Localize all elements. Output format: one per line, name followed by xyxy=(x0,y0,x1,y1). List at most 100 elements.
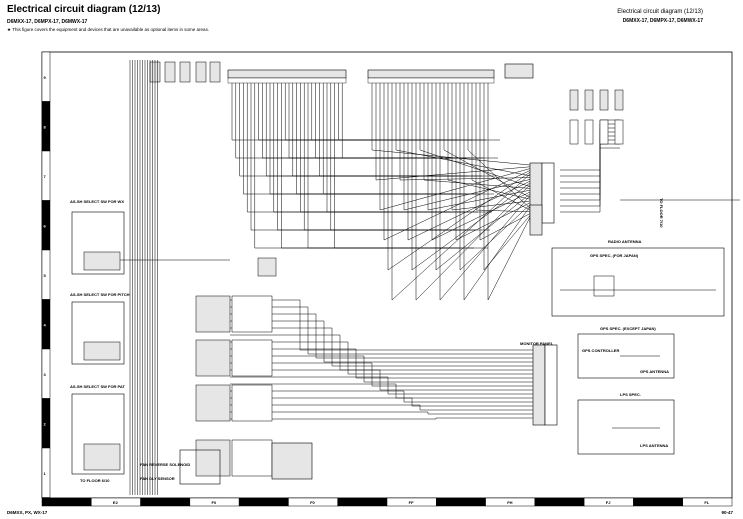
antenna-plug-lower xyxy=(584,119,594,145)
top-connector-small xyxy=(504,63,534,79)
wire xyxy=(431,83,531,241)
select-switch-box-1 xyxy=(71,211,125,275)
side-connector xyxy=(195,384,231,422)
wiring-harness xyxy=(100,60,740,495)
row-label: 7 xyxy=(44,174,47,179)
wire xyxy=(250,83,490,231)
row-label: 4 xyxy=(44,323,47,328)
wire xyxy=(479,83,531,241)
wire xyxy=(262,83,484,159)
wire xyxy=(459,83,531,271)
wire xyxy=(322,83,452,195)
wire xyxy=(246,83,492,213)
page-number: 90-47 xyxy=(721,510,733,515)
wire xyxy=(419,83,531,187)
row-label: 1 xyxy=(44,471,47,476)
model-list: D6MXX-17, D6MPX-17, D6MWX-17 xyxy=(7,19,88,25)
side-connector xyxy=(195,339,231,377)
side-connector-pins xyxy=(231,295,273,333)
wire xyxy=(427,83,531,211)
wire xyxy=(326,83,450,213)
antenna-plug-lower xyxy=(614,119,624,145)
lps-spec-label: LPS SPEC. xyxy=(620,392,641,397)
lps-antenna-label: LPS ANTENNA xyxy=(640,443,668,448)
fan-reverse-label: FAN REVERSE SOLENOID xyxy=(140,462,190,467)
wire xyxy=(230,397,533,407)
antenna-plug xyxy=(599,89,609,111)
wire xyxy=(379,83,531,211)
antenna-plug-lower xyxy=(569,119,579,145)
side-connector xyxy=(195,439,231,477)
column-ruler-cell xyxy=(238,497,289,507)
side-connector xyxy=(195,295,231,333)
row-label: 6 xyxy=(44,224,47,229)
wire xyxy=(300,83,464,213)
top-connector-block-right xyxy=(367,69,495,84)
center-connector-lower xyxy=(529,204,543,236)
wire xyxy=(269,83,480,195)
wire xyxy=(471,83,531,211)
wire xyxy=(315,83,456,159)
antenna-plug xyxy=(614,89,624,111)
top-connector-block-left xyxy=(227,69,347,84)
gps-except-japan-label: GPS SPEC. (EXCEPT JAPAN) xyxy=(600,326,656,331)
wire xyxy=(230,411,533,415)
row-label: 9 xyxy=(44,75,47,80)
select-switch-label-2: AS-SH SELECT SW FOR PITCH xyxy=(70,292,130,297)
right-plug-stack xyxy=(569,89,624,145)
wire xyxy=(371,83,531,166)
wire xyxy=(560,135,620,195)
diagram-frame xyxy=(41,51,733,499)
column-label: FL xyxy=(704,500,709,505)
header-right-models: D6MXX-17, D6MPX-17, D6MWX-17 xyxy=(622,18,703,24)
radio-antenna-label: RADIO ANTENNA xyxy=(608,239,642,244)
side-connector-pins xyxy=(231,384,273,422)
column-label: FJ xyxy=(606,500,611,505)
wire xyxy=(230,299,533,351)
to-floor-label: TO FLOOR 6/10 xyxy=(80,478,110,483)
wire xyxy=(483,83,531,271)
wire xyxy=(281,83,474,249)
column-ruler-cell xyxy=(682,497,733,507)
left-side-connectors xyxy=(195,257,277,477)
wire xyxy=(439,83,531,301)
column-label: F0 xyxy=(310,500,315,505)
optional-items-note: ★ This figure covers the equipment and d… xyxy=(7,27,210,32)
wire xyxy=(230,341,533,375)
column-label: FH xyxy=(507,500,512,505)
column-ruler-cell xyxy=(140,497,191,507)
wire xyxy=(230,355,533,383)
wire xyxy=(292,83,468,177)
column-ruler-cell xyxy=(436,497,486,507)
select-switch-label-1: AS-SH SELECT SW FOR WX xyxy=(70,199,124,204)
wire xyxy=(230,376,533,395)
wire xyxy=(330,83,448,231)
wire xyxy=(265,83,482,177)
wire xyxy=(334,83,446,249)
select-switch-box-2 xyxy=(71,301,125,365)
wire xyxy=(230,362,533,387)
side-connector-pins xyxy=(231,439,273,477)
row-ruler-cell xyxy=(41,447,51,498)
top-left-connectors xyxy=(149,61,221,83)
antenna-plug xyxy=(569,89,579,111)
wire xyxy=(230,334,533,371)
wire xyxy=(415,83,531,301)
row-label: 8 xyxy=(44,125,47,130)
gps-spec-box xyxy=(577,333,675,379)
wire xyxy=(338,83,444,141)
wire xyxy=(435,83,531,271)
radio-antenna-box xyxy=(551,247,725,317)
wire xyxy=(391,83,531,301)
footer-model: D6MXX, PX, WX-17 xyxy=(7,510,48,515)
top-connector xyxy=(209,61,221,83)
select-switch-label-3: AS-SH SELECT SW FOR PAT xyxy=(70,384,126,389)
wire xyxy=(230,313,533,359)
column-ruler-cell xyxy=(534,497,585,507)
wire xyxy=(375,83,531,181)
wire xyxy=(288,83,470,159)
wire xyxy=(451,83,531,211)
wire xyxy=(235,83,498,159)
wire xyxy=(319,83,454,177)
wire xyxy=(447,83,531,200)
